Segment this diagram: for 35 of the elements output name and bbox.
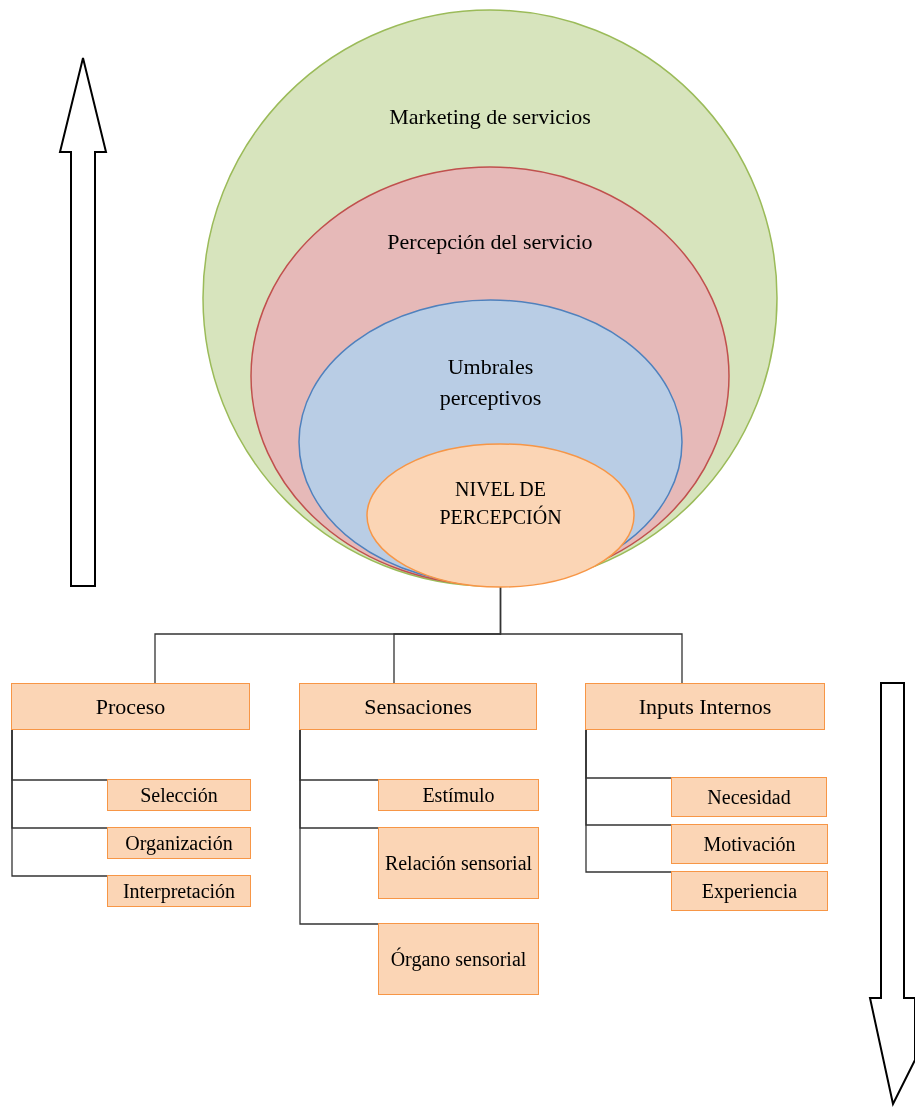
connector-line <box>585 729 672 873</box>
ellipse-node <box>251 167 729 585</box>
node-label: Experiencia <box>700 879 799 905</box>
connector-line <box>11 729 108 877</box>
node-label: Marketing de servicios <box>388 103 592 131</box>
label-box <box>378 779 539 811</box>
node-label: Organización <box>124 831 234 857</box>
node-label: Relación sensorial <box>383 851 534 876</box>
node-label: Motivación <box>702 832 797 857</box>
node-label: Inputs Internos <box>637 692 773 721</box>
node-label: NIVEL DE PERCEPCIÓN <box>438 477 563 530</box>
node-label: Estímulo <box>421 783 496 808</box>
node-label: Percepción del servicio <box>386 228 594 256</box>
label-box <box>107 827 251 859</box>
node-label: Interpretación <box>121 879 237 905</box>
node-label: Proceso <box>94 692 167 721</box>
label-box <box>585 683 825 730</box>
label-box <box>671 824 828 864</box>
node-label: Necesidad <box>706 785 792 810</box>
node-label: Órgano sensorial <box>389 946 528 973</box>
connector-line <box>299 729 379 925</box>
ellipse-node <box>203 10 777 586</box>
label-box <box>378 827 539 899</box>
label-box <box>671 871 828 911</box>
node-label: Umbrales perceptivos <box>438 353 543 412</box>
label-box <box>107 875 251 907</box>
connector-line <box>499 586 683 684</box>
label-box <box>299 683 537 730</box>
ellipse-node <box>367 444 634 587</box>
label-box <box>11 683 250 730</box>
node-label: Selección <box>139 783 219 808</box>
node-label: Sensaciones <box>363 692 473 721</box>
label-box <box>671 777 827 817</box>
label-box <box>107 779 251 811</box>
label-box <box>378 923 539 995</box>
